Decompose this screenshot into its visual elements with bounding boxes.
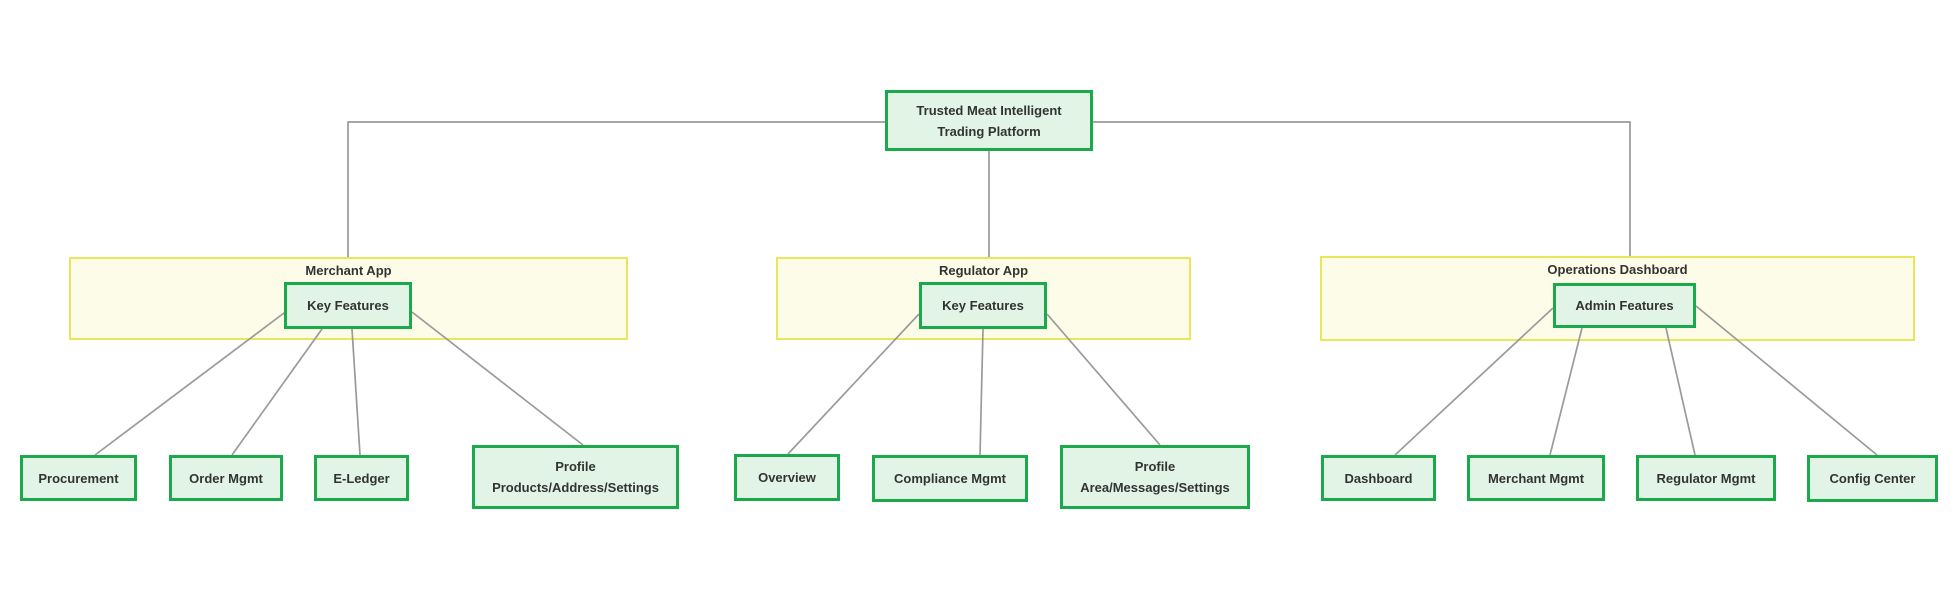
leaf-dashboard: Dashboard [1321,455,1436,501]
edge-kf-profile-products [411,311,584,446]
leaf-regulator-mgmt: Regulator Mgmt [1636,455,1776,501]
edge-kf-order-mgmt [231,328,323,456]
edge-af-dashboard [1394,307,1554,456]
leaf-merchant-mgmt: Merchant Mgmt [1467,455,1605,501]
edge-kf-compliance [979,328,984,456]
leaf-profile-products: Profile Products/Address/Settings [472,445,679,509]
leaf-config-center: Config Center [1807,455,1938,502]
leaf-eledger: E-Ledger [314,455,409,501]
leaf-overview: Overview [734,454,840,501]
regulator-key-features-node: Key Features [919,282,1047,329]
leaf-profile-area-line1: Profile [1134,459,1176,474]
edge-root-operations [1093,121,1631,256]
edge-af-regulator-mgmt [1665,327,1696,456]
leaf-profile-products-line2: Products/Address/Settings [492,480,659,495]
admin-features-node: Admin Features [1553,283,1696,328]
root-label-line2: Trading Platform [937,123,1041,139]
merchant-key-features-node: Key Features [284,282,412,329]
edge-af-merchant-mgmt [1549,327,1583,456]
regulator-app-title: Regulator App [938,263,1029,278]
leaf-order-mgmt: Order Mgmt [169,455,283,501]
edge-kf-profile-area [1046,313,1161,446]
edge-kf-procurement [94,309,289,456]
edge-kf-eledger [351,328,361,456]
leaf-compliance-mgmt: Compliance Mgmt [872,455,1028,502]
operations-dashboard-title: Operations Dashboard [1547,262,1688,277]
edge-kf-overview [787,313,920,455]
root-node: Trusted Meat Intelligent Trading Platfor… [885,90,1093,151]
leaf-profile-area: Profile Area/Messages/Settings [1060,445,1250,509]
edge-af-config-center [1695,305,1878,456]
merchant-app-title: Merchant App [305,263,392,278]
leaf-profile-products-line1: Profile [555,459,596,474]
root-label-line1: Trusted Meat Intelligent [916,102,1062,118]
edge-root-merchant [347,121,885,257]
leaf-procurement: Procurement [20,455,137,501]
leaf-profile-area-line2: Area/Messages/Settings [1080,480,1230,495]
